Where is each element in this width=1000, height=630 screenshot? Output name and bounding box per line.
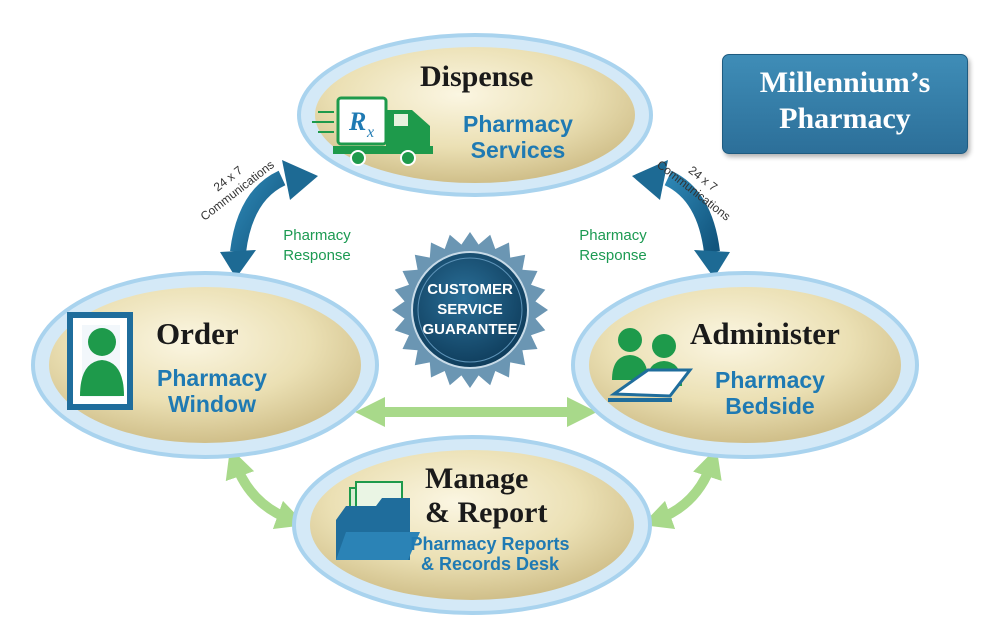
dispense-sub-line-1: Pharmacy [463,111,573,137]
seal-line-1: CUSTOMER [427,281,513,298]
brand-line-1: Millennium’s [759,66,931,99]
administer-title: Administer [690,316,840,351]
seal-line-2: SERVICE [437,301,503,318]
right-response-line-1: Pharmacy [579,227,647,244]
order-title: Order [156,316,239,351]
manage-sub-line-2: & Records Desk [420,554,560,575]
left-response-line-2: Response [283,246,351,264]
svg-text:R: R [348,107,366,136]
left-response-label: Pharmacy Response [262,226,372,265]
folder-icon [336,481,420,560]
order-sub-line-1: Pharmacy [157,365,267,391]
left-response-line-1: Pharmacy [283,227,351,244]
order-subtitle: Pharmacy Window [142,365,282,418]
dispense-subtitle: Pharmacy Services [448,111,588,164]
brand-line-2: Pharmacy [779,102,911,135]
rx-truck-icon: R x [312,96,433,166]
manage-sub-line-1: Pharmacy Reports [410,534,570,554]
manage-title-line-2: & Report [425,496,548,529]
dispense-sub-line-2: Services [470,136,566,163]
administer-oval [571,271,919,459]
right-response-line-2: Response [579,246,647,264]
administer-subtitle: Pharmacy Bedside [700,367,840,420]
manage-title: Manage & Report [425,462,547,530]
svg-text:x: x [366,124,374,141]
manage-title-line-1: Manage [425,462,529,495]
patient-bedside-icon [608,328,694,402]
manage-subtitle: Pharmacy Reports & Records Desk [396,534,584,574]
person-window-icon [67,312,133,410]
customer-service-seal [392,232,548,388]
dispense-title: Dispense [420,60,534,93]
administer-sub-line-2: Bedside [725,392,815,419]
seal-line-3: GUARANTEE [422,321,518,338]
right-response-label: Pharmacy Response [558,226,668,265]
administer-manage-arrow [641,447,722,530]
administer-sub-line-1: Pharmacy [715,367,825,393]
dispense-administer-arrow [632,160,730,278]
order-sub-line-2: Window [168,390,256,417]
brand-badge: Millennium’s Pharmacy [722,54,968,154]
dispense-order-arrow [220,160,318,278]
order-manage-arrow [225,447,307,530]
